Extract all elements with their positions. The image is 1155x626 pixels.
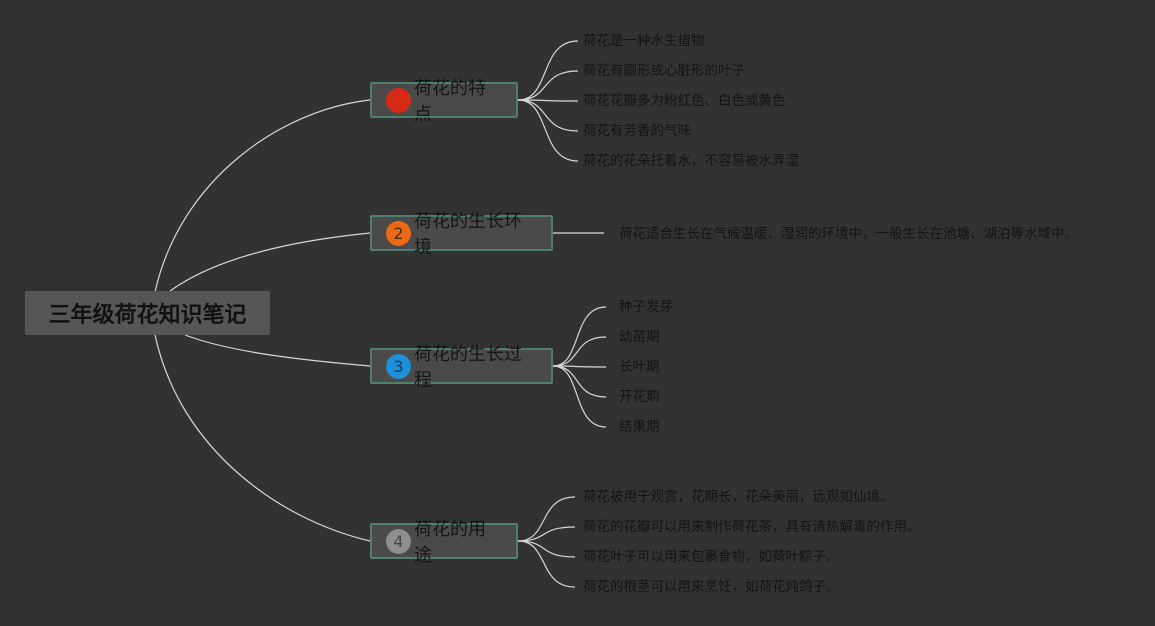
connector-branch-leaf	[517, 70, 579, 101]
connector-branch-leaf	[552, 306, 607, 367]
leaf-topic[interactable]: 开花期	[619, 389, 660, 405]
branch-label: 荷花的生长过程	[414, 344, 522, 391]
leaf-topic[interactable]: 荷花适合生长在气候温暖、湿润的环境中，一般生长在池塘、湖泊等水域中。	[619, 226, 1078, 242]
leaf-topic[interactable]: 荷花有芳香的气味	[583, 123, 691, 139]
leaf-topic[interactable]: 结果期	[619, 419, 660, 435]
leaf-topic[interactable]: 荷花叶子可以用来包裹食物，如荷叶粽子。	[583, 549, 840, 565]
root-topic[interactable]: 三年级荷花知识笔记	[25, 291, 270, 335]
connector-root-branch	[184, 334, 371, 367]
leaf-topic[interactable]: 荷花有圆形或心脏形的叶子	[583, 63, 745, 79]
connector-root-branch	[169, 232, 371, 292]
branch-topic-uses[interactable]: 4 荷花的用途	[370, 519, 518, 566]
connector-branch-leaf	[517, 99, 579, 102]
connector-branch-leaf	[517, 540, 576, 588]
branch-topic-features[interactable]: 1 荷花的特点	[370, 78, 518, 125]
badge-number-1: 1	[386, 87, 411, 113]
connector-branch-leaf	[517, 526, 576, 542]
leaf-topic[interactable]: 荷花被用于观赏，花期长，花朵美丽，远观如仙境。	[583, 489, 894, 505]
connector-branch-leaf	[552, 365, 607, 398]
branch-topic-growth-process[interactable]: 3 荷花的生长过程	[370, 344, 553, 391]
connector-branch-leaf	[552, 365, 607, 368]
connector-branch-leaf	[517, 40, 579, 101]
badge-number-2: 2	[386, 220, 411, 246]
branch-label: 荷花的生长环境	[414, 211, 522, 258]
connector-branch-leaf	[517, 99, 579, 162]
connector-branch-leaf	[517, 99, 579, 132]
branch-label: 荷花的特点	[414, 78, 486, 125]
leaf-topic[interactable]: 荷花的花朵托着水，不容易被水弄湿	[583, 153, 799, 169]
root-topic-label: 三年级荷花知识笔记	[48, 303, 247, 328]
connector-root-branch	[154, 334, 371, 542]
branch-label: 荷花的用途	[414, 519, 486, 566]
connector-branch-leaf	[517, 496, 576, 542]
leaf-topic[interactable]: 荷花的花瓣可以用来制作荷花茶，具有清热解毒的作用。	[583, 519, 921, 535]
connector-branch-leaf	[552, 365, 607, 428]
leaf-topic[interactable]: 荷花是一种水生植物	[583, 33, 705, 49]
connector-branch-leaf	[517, 540, 576, 558]
connector-branch-leaf	[552, 336, 607, 367]
leaf-topic[interactable]: 长叶期	[619, 359, 660, 375]
leaf-topic[interactable]: 荷花的根茎可以用来烹饪，如荷花炖鸽子。	[583, 579, 840, 595]
branch-topic-environment[interactable]: 2 荷花的生长环境	[370, 211, 553, 258]
connector-root-branch	[154, 99, 371, 293]
leaf-topic[interactable]: 种子发芽	[619, 299, 673, 315]
badge-number-4: 4	[386, 528, 411, 554]
leaf-topic[interactable]: 幼苗期	[619, 329, 660, 345]
leaf-topic[interactable]: 荷花花瓣多为粉红色、白色或黄色	[583, 93, 786, 109]
badge-number-3: 3	[386, 353, 411, 379]
